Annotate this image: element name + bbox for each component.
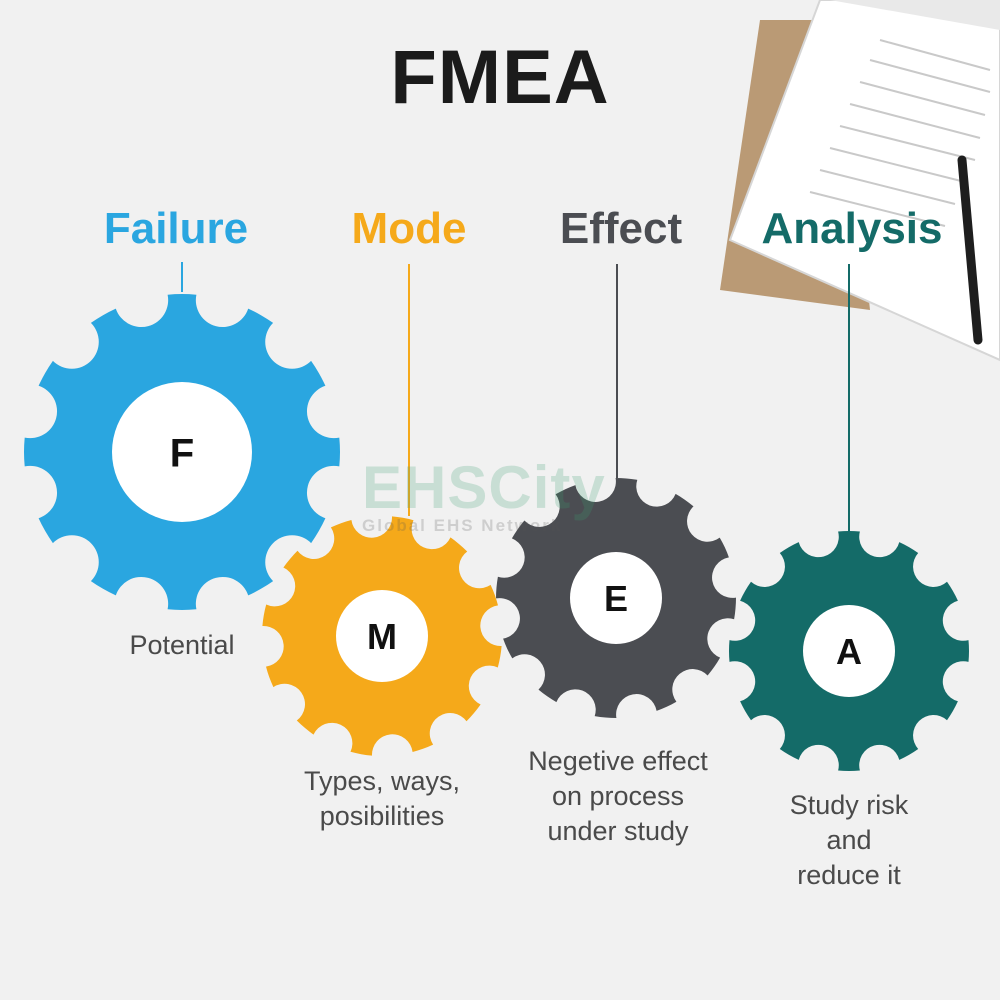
desc-effect: Negetive effect on process under study (528, 746, 708, 846)
gear-failure-letter: F (170, 431, 194, 475)
desc-analysis: Study risk and reduce it (789, 790, 909, 890)
desc-mode: Types, ways, posibilities (303, 766, 461, 831)
gear-analysis-center (803, 605, 895, 697)
word-analysis: Analysis (761, 204, 943, 253)
page-title: FMEA (390, 35, 610, 120)
gear-mode-center (336, 590, 428, 682)
word-failure: Failure (103, 204, 249, 253)
gear-failure-center (112, 382, 252, 522)
document-illustration (720, 0, 1000, 362)
gear-mode: M (262, 516, 502, 756)
word-effect: Effect (559, 204, 683, 253)
pen-icon (957, 155, 983, 345)
connector-lines (181, 262, 850, 531)
desc-failure: Potential (129, 630, 235, 660)
gears: F M E A (24, 294, 969, 771)
gear-effect-letter: E (604, 578, 628, 619)
gear-effect: E (496, 478, 736, 718)
gear-mode-letter: M (367, 616, 397, 657)
gear-effect-center (570, 552, 662, 644)
word-mode: Mode (351, 204, 467, 253)
gear-failure: F (24, 294, 340, 610)
gear-analysis-letter: A (836, 631, 862, 672)
gear-analysis: A (729, 531, 969, 771)
